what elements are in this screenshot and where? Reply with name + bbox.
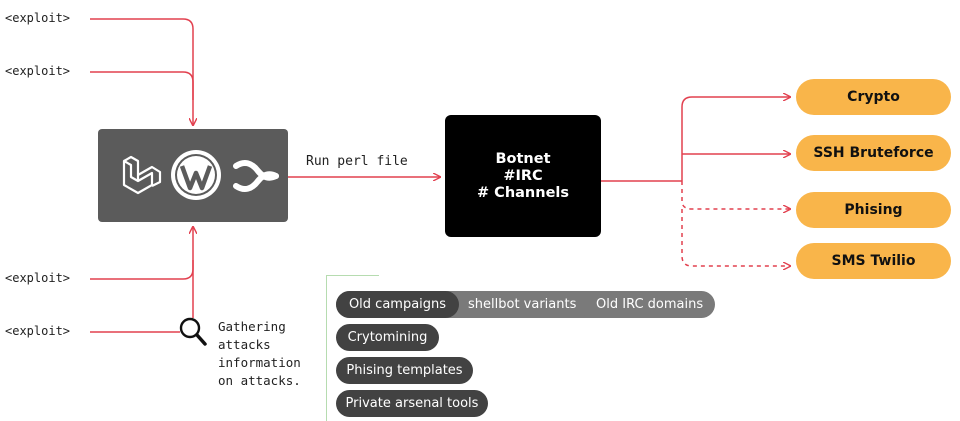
tag-private-arsenal-tools: Private arsenal tools [336,390,488,417]
exploit-label-2: <exploit> [5,64,71,78]
arrow-sms [681,209,790,266]
magnifier-icon [179,317,207,346]
run-perl-label: Run perl file [306,154,408,169]
gathering-note: Gathering attacks information on attacks… [218,319,301,388]
tag-phising-templates: Phising templates [336,357,473,384]
tag-old-campaigns: Old campaigns [336,291,459,318]
exploit-label-1: <exploit> [5,11,71,25]
botnet-box: Botnet #IRC # Channels [445,115,601,237]
output-phising: Phising [796,192,951,228]
output-sms-twilio: SMS Twilio [796,243,951,279]
exploit-line-1 [90,18,193,125]
confluence-icon [233,159,279,193]
exploit-line-3 [90,227,193,280]
exploit-label-4: <exploit> [5,324,71,338]
wordpress-icon [171,150,221,200]
arrow-crypto [681,97,790,181]
tag-panel-border [326,275,379,421]
botnet-line-2: #IRC [503,167,543,184]
output-crypto: Crypto [796,79,951,115]
arrow-phising [681,181,790,209]
laravel-icon [122,155,162,195]
tag-crytomining: Crytomining [336,324,439,351]
cms-box [98,129,288,222]
exploit-label-3: <exploit> [5,271,71,285]
exploit-line-2 [90,71,194,100]
botnet-line-3: # Channels [476,184,570,201]
output-ssh-bruteforce: SSH Bruteforce [796,135,951,171]
botnet-line-1: Botnet [495,150,551,167]
